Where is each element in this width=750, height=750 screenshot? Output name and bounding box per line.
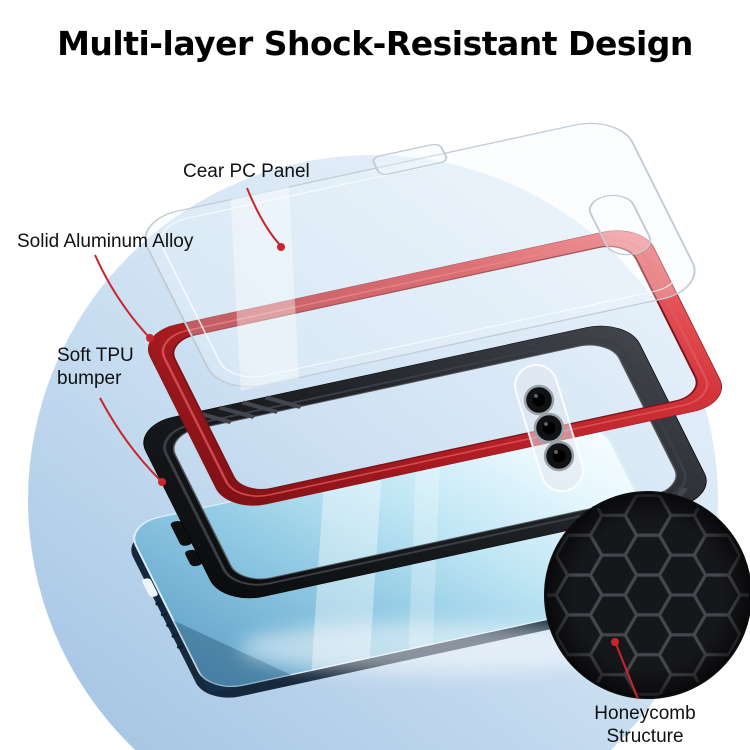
bumper-side-button bbox=[170, 521, 192, 546]
label-tpu-line1: Soft TPU bbox=[57, 345, 134, 366]
honeycomb-vignette bbox=[545, 492, 750, 698]
leader-line-honeycomb bbox=[615, 643, 639, 700]
glow-highlight bbox=[240, 622, 620, 674]
label-aluminum: Solid Aluminum Alloy bbox=[17, 230, 193, 253]
page-title: Multi-layer Shock-Resistant Design bbox=[57, 24, 693, 63]
camera-cluster bbox=[514, 363, 584, 493]
honeycomb-rim bbox=[544, 491, 750, 699]
label-pc-panel: Cear PC Panel bbox=[183, 160, 310, 183]
phone-shadow-corner bbox=[173, 620, 293, 694]
label-pc-panel-text: Cear PC Panel bbox=[183, 161, 310, 182]
label-aluminum-text: Solid Aluminum Alloy bbox=[17, 231, 194, 252]
phone-speaker-holes bbox=[155, 601, 184, 649]
leader-line-aluminum bbox=[94, 254, 149, 337]
label-honeycomb: Honeycomb Structure bbox=[565, 702, 725, 748]
label-honeycomb-line1: Honeycomb bbox=[594, 703, 696, 724]
leader-dot-aluminum bbox=[146, 334, 154, 342]
pc-panel-camera-cutout bbox=[588, 194, 652, 256]
leader-dot-tpu bbox=[158, 478, 166, 486]
label-tpu-bumper: Soft TPU bumper bbox=[57, 344, 134, 390]
phone-port bbox=[142, 578, 158, 597]
aluminum-frame-inner-edge bbox=[172, 245, 698, 491]
leader-line-tpu bbox=[99, 397, 161, 481]
label-tpu-line2: bumper bbox=[57, 368, 122, 389]
aluminum-frame-layer bbox=[147, 229, 723, 507]
pc-panel-inner-edge bbox=[160, 132, 680, 378]
label-honeycomb-line2: Structure bbox=[606, 726, 684, 747]
leader-dot-honeycomb bbox=[611, 638, 619, 646]
pc-panel-layer bbox=[144, 122, 696, 391]
leader-dots bbox=[146, 243, 619, 646]
pc-panel-tab bbox=[372, 143, 448, 176]
leader-dot-pc-panel bbox=[277, 243, 285, 251]
pc-panel-reflection bbox=[230, 186, 299, 391]
camera-lenses bbox=[523, 384, 575, 472]
aluminum-frame bbox=[147, 229, 723, 507]
leader-lines bbox=[94, 187, 639, 700]
honeycomb-inset bbox=[544, 491, 750, 699]
leader-line-pc-panel bbox=[246, 187, 281, 246]
aluminum-frame-lip bbox=[161, 239, 709, 497]
